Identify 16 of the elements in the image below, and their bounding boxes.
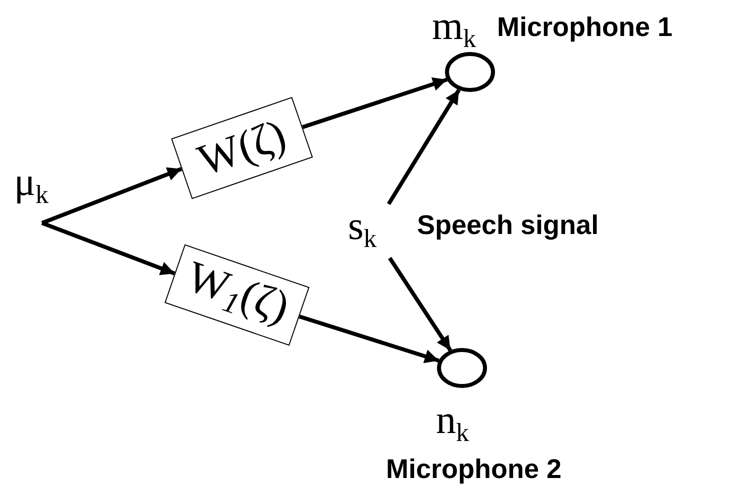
transfer-function: W(ζ) [192,112,292,184]
arrow [41,166,182,225]
caption-text: Microphone 1 [497,14,673,41]
arrow [386,88,461,206]
microphone-circle [437,348,487,388]
signal-symbol: n$_{k}$ [436,400,469,446]
arrow [302,77,448,130]
arrow [298,314,440,364]
caption-text: Speech signal [417,212,599,239]
microphone-circle [445,52,495,92]
signal-symbol: s$_{k}$ [348,206,377,252]
signal-symbol: μ$_{k}$ [14,162,48,208]
arrow [41,221,176,276]
caption-text: Microphone 2 [386,456,562,483]
arrow [388,256,452,352]
signal-symbol: m$_{k}$ [432,6,476,52]
